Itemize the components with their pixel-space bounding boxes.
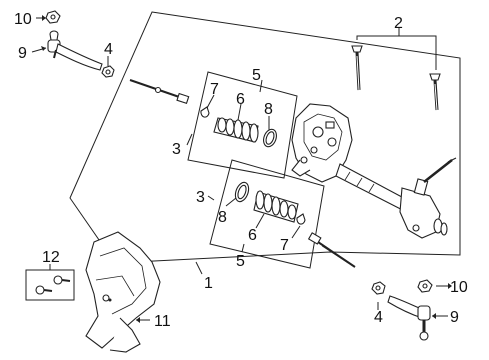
callout-5-lower: 5 (236, 253, 245, 270)
callout-8-upper: 8 (264, 101, 273, 118)
fastener-kit-box (25, 269, 75, 301)
upper-small-clamp (200, 106, 210, 118)
mounting-bolt-left (351, 45, 363, 91)
callout-9-left: 9 (18, 45, 27, 62)
fastener-bolts (35, 275, 71, 295)
right-jam-nut (371, 281, 386, 295)
mounting-bolt-right (429, 73, 441, 111)
callout-6-upper: 6 (236, 91, 245, 108)
lower-boot-parts (234, 181, 306, 225)
steering-gear-assembly-outline (69, 11, 461, 264)
callout-11: 11 (154, 313, 171, 330)
lower-bellows-boot (253, 190, 299, 223)
callout-3-lower: 3 (196, 189, 205, 206)
left-castle-nut (45, 10, 61, 24)
callout-10-right: 10 (450, 279, 468, 296)
upper-inner-tie-rod (129, 79, 190, 105)
right-outer-tie-rod-end (387, 295, 431, 341)
lower-boot-kit-box (209, 159, 325, 269)
callout-8-lower: 8 (218, 209, 227, 226)
left-jam-nut (101, 65, 115, 78)
upper-boot-kit-box (187, 71, 298, 179)
lower-small-clamp (296, 213, 306, 225)
callout-4-right: 4 (374, 309, 383, 326)
leader-arrowheads (41, 15, 452, 323)
callout-7-lower: 7 (280, 237, 289, 254)
callout-4-left: 4 (104, 41, 113, 58)
callout-2-bracket (356, 35, 437, 70)
callout-2: 2 (394, 15, 403, 32)
callout-10-left: 10 (14, 11, 32, 28)
callout-12: 12 (42, 249, 60, 266)
right-castle-nut (417, 279, 433, 293)
callout-9-right: 9 (450, 309, 459, 326)
upper-bellows-boot (213, 117, 259, 143)
callout-1: 1 (204, 275, 213, 292)
callout-5-upper: 5 (252, 67, 261, 84)
callout-3-upper: 3 (172, 141, 181, 158)
upper-boot-parts (200, 106, 277, 148)
callout-6-lower: 6 (248, 227, 257, 244)
lower-inner-tie-rod (307, 232, 356, 268)
steering-gear-housing (291, 103, 457, 239)
left-outer-tie-rod-end (47, 30, 103, 71)
heat-shield (85, 231, 161, 353)
callout-7-upper: 7 (210, 81, 219, 98)
